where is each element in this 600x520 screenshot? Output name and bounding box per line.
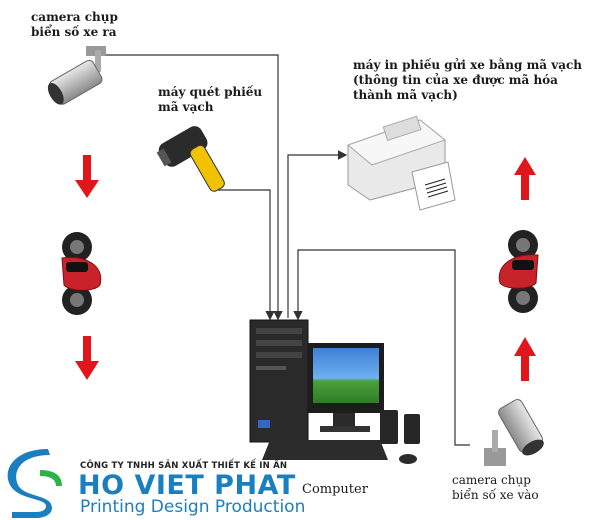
- printer-label: máy in phiếu gửi xe bằng mã vạch (thông …: [353, 58, 582, 103]
- line-scanner-to-computer: [218, 189, 275, 321]
- scanner-label-line2: mã vạch: [158, 100, 214, 114]
- barcode-scanner-icon: [156, 126, 225, 192]
- exit-camera-label-line2: biển số xe ra: [31, 25, 117, 39]
- entry-camera-icon: [484, 399, 544, 466]
- logo-company-text: CÔNG TY TNHH SẢN XUẤT THIẾT KẾ IN ẤN: [80, 461, 288, 471]
- computer-icon: [249, 319, 420, 464]
- line-computer-to-printer: [287, 150, 348, 318]
- line-camera-entry-to-computer: [293, 249, 470, 446]
- logo-tagline: Printing Design Production: [80, 497, 306, 517]
- scanner-label-line1: máy quét phiếu: [158, 85, 263, 99]
- printer-label-line3: thành mã vạch): [353, 88, 458, 102]
- connection-lines: [105, 54, 470, 446]
- entry-camera-label: camera chụp biển số xe vào: [452, 473, 539, 503]
- red-arrow-down-upper: [75, 155, 99, 198]
- scanner-label: máy quét phiếu mã vạch: [158, 85, 262, 115]
- exit-camera-label: camera chụp biển số xe ra: [31, 10, 118, 40]
- entry-camera-label-line2: biển số xe vào: [452, 488, 539, 502]
- exit-camera-label-line1: camera chụp: [31, 10, 118, 24]
- printer-label-line1: máy in phiếu gửi xe bằng mã vạch: [353, 58, 583, 72]
- computer-label: Computer: [302, 482, 368, 497]
- exit-camera-icon: [47, 46, 106, 105]
- red-arrow-up-lower: [514, 337, 536, 381]
- printer-label-line2: (thông tin của xe được mã hóa: [353, 73, 558, 87]
- entry-camera-label-line1: camera chụp: [452, 473, 531, 487]
- logo-company-name: HO VIET PHAT: [78, 470, 296, 501]
- motorbike-left-icon: [61, 232, 102, 315]
- motorbike-right-icon: [498, 230, 539, 313]
- red-arrow-up-upper: [514, 157, 536, 200]
- label-printer-icon: [347, 115, 456, 211]
- red-arrow-down-lower: [75, 336, 99, 380]
- line-camera-exit-to-computer: [105, 54, 283, 321]
- company-logo-mark: [7, 449, 62, 518]
